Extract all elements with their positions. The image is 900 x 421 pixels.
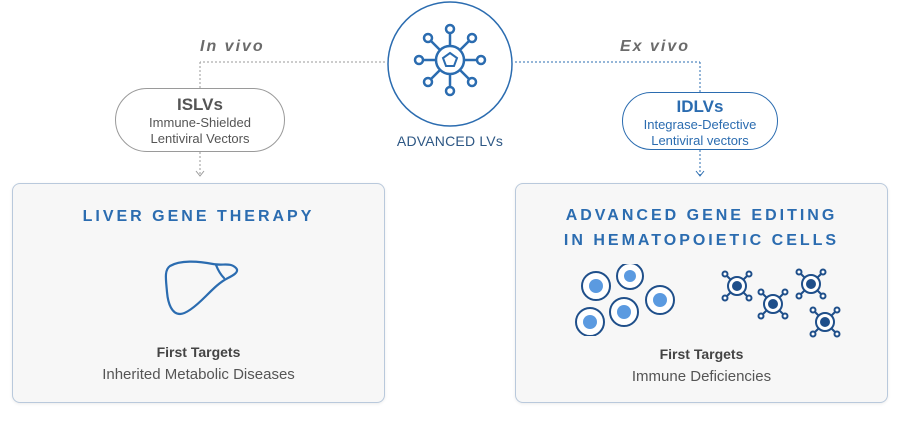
gene-editing-title-line1: ADVANCED GENE EDITING — [565, 207, 838, 224]
gene-editing-title-line2: IN HEMATOPOIETIC CELLS — [563, 232, 840, 249]
gene-editing-card: ADVANCED GENE EDITING IN HEMATOPOIETIC C… — [515, 183, 888, 403]
islvs-line2: Lentiviral Vectors — [150, 131, 250, 146]
advanced-lvs-label: ADVANCED LVs — [396, 133, 504, 149]
edited-cells-icon — [721, 268, 841, 338]
liver-card-targets-value: Inherited Metabolic Diseases — [102, 366, 295, 383]
gene-editing-targets-value: Immune Deficiencies — [631, 368, 772, 385]
liver-card-title: LIVER GENE THERAPY — [82, 208, 315, 225]
network-hub-icon — [387, 1, 513, 127]
idlvs-line2: Lentiviral vectors — [651, 133, 749, 148]
liver-card-targets-label: First Targets — [156, 344, 241, 360]
in-vivo-label: In vivo — [200, 38, 265, 55]
stem-cells-icon — [575, 264, 675, 336]
idlvs-line1: Integrase-Defective — [643, 117, 757, 132]
idlvs-title: IDLVs — [676, 97, 724, 116]
islvs-line1: Immune-Shielded — [149, 115, 251, 130]
liver-icon — [164, 260, 239, 316]
idlvs-pill: IDLVs Integrase-Defective Lentiviral vec… — [622, 92, 778, 150]
gene-editing-targets-label: First Targets — [659, 346, 744, 362]
ex-vivo-label: Ex vivo — [620, 38, 691, 55]
advanced-lvs-hub — [384, 0, 514, 128]
islvs-pill: ISLVs Immune-Shielded Lentiviral Vectors — [115, 88, 285, 152]
liver-gene-therapy-card: LIVER GENE THERAPY First Targets Inherit… — [12, 183, 385, 403]
islvs-title: ISLVs — [177, 95, 223, 114]
